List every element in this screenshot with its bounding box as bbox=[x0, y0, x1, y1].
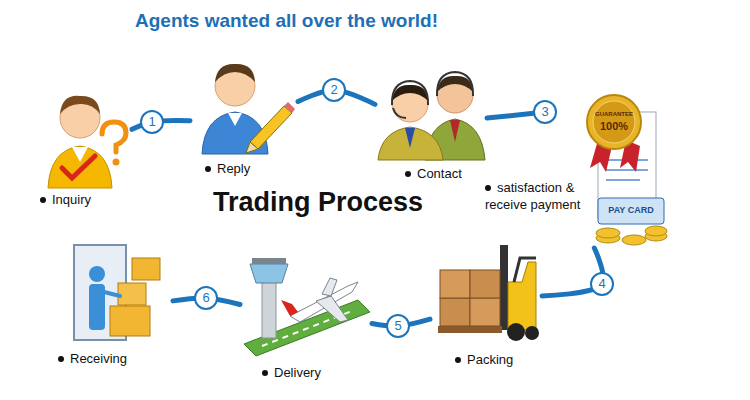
process-step: Reply bbox=[190, 55, 298, 183]
receiving-icon bbox=[89, 266, 105, 282]
step-label: Receiving bbox=[58, 351, 127, 368]
bullet-dot bbox=[40, 197, 46, 203]
inquiry-person-icon bbox=[113, 159, 120, 166]
forklift-icon bbox=[500, 245, 508, 330]
step-number: 1 bbox=[140, 110, 164, 134]
bullet-dot bbox=[455, 357, 461, 363]
step-number: 4 bbox=[590, 272, 614, 296]
forklift-icon bbox=[438, 326, 502, 333]
process-step: Receiving bbox=[55, 238, 173, 374]
reply-person-icon bbox=[215, 64, 255, 82]
reply-person-icon bbox=[228, 113, 242, 126]
step-label: Inquiry bbox=[40, 192, 91, 209]
delivery-icon bbox=[262, 282, 276, 338]
payment-icon bbox=[606, 179, 640, 181]
payment-icon bbox=[606, 169, 648, 171]
process-step: satisfaction & receive payment bbox=[485, 90, 670, 248]
forklift-icon bbox=[470, 298, 500, 326]
delivery-icon bbox=[244, 258, 370, 356]
step-label: satisfaction & receive payment bbox=[485, 180, 593, 214]
bullet-dot bbox=[405, 171, 411, 177]
delivery-icon bbox=[322, 278, 337, 296]
forklift-icon bbox=[438, 245, 539, 341]
step-number: 2 bbox=[322, 78, 346, 102]
step-number: 5 bbox=[386, 314, 410, 338]
page-title: Agents wanted all over the world! bbox=[135, 10, 438, 32]
delivery-icon bbox=[281, 300, 298, 316]
inquiry-person-icon bbox=[48, 96, 126, 188]
step-label: Contact bbox=[405, 166, 462, 183]
reply-person-icon bbox=[246, 142, 258, 153]
delivery-icon bbox=[250, 264, 288, 283]
reply-person-icon bbox=[284, 102, 295, 113]
step-name: Receiving bbox=[70, 351, 127, 366]
receiving-icon bbox=[74, 245, 160, 340]
delivery-icon bbox=[316, 296, 348, 322]
reply-person-icon bbox=[202, 64, 295, 154]
contact-men-icon bbox=[392, 81, 428, 105]
contact-men-icon bbox=[378, 72, 485, 160]
receiving-icon bbox=[118, 283, 146, 305]
process-step: Delivery bbox=[240, 248, 372, 386]
payment-icon bbox=[587, 95, 667, 245]
payment-icon bbox=[622, 235, 646, 245]
receiving-icon bbox=[132, 258, 160, 280]
forklift-icon bbox=[507, 323, 525, 341]
step-label: Packing bbox=[455, 352, 513, 369]
process-step: Packing bbox=[430, 240, 542, 374]
payment-icon bbox=[596, 228, 620, 238]
contact-men-icon bbox=[405, 128, 415, 148]
bullet-dot bbox=[58, 356, 64, 362]
forklift-icon bbox=[514, 258, 536, 282]
process-step: Inquiry bbox=[20, 85, 132, 215]
process-step: Contact bbox=[375, 60, 487, 188]
step-name: Packing bbox=[467, 352, 513, 367]
badge-text: GUARANTEE bbox=[595, 111, 633, 118]
contact-men-icon bbox=[450, 120, 460, 142]
forklift-icon bbox=[525, 326, 539, 340]
payment-icon bbox=[593, 101, 635, 143]
delivery-icon bbox=[290, 282, 358, 322]
inquiry-person-icon bbox=[60, 96, 100, 114]
inquiry-person-icon bbox=[102, 122, 126, 152]
step-label: Delivery bbox=[262, 365, 321, 382]
step-label: Reply bbox=[205, 161, 250, 178]
bullet-dot bbox=[205, 166, 211, 172]
step-name: satisfaction & receive payment bbox=[485, 180, 580, 212]
inquiry-person-icon bbox=[48, 146, 112, 188]
payment-icon bbox=[587, 95, 641, 149]
contact-men-icon bbox=[437, 72, 473, 96]
badge-percent: 100% bbox=[600, 120, 628, 132]
receiving-icon bbox=[104, 292, 120, 296]
step-number: 3 bbox=[533, 100, 557, 124]
payment-icon bbox=[598, 198, 664, 224]
step-name: Reply bbox=[217, 161, 250, 176]
card-text: PAY CARD bbox=[608, 206, 653, 216]
receiving-icon bbox=[110, 306, 150, 336]
forklift-icon bbox=[440, 298, 470, 326]
forklift-icon bbox=[470, 270, 500, 298]
delivery-icon bbox=[252, 258, 286, 264]
contact-men-icon bbox=[393, 108, 406, 118]
forklift-icon bbox=[440, 270, 470, 298]
bullet-dot bbox=[485, 185, 491, 191]
payment-icon bbox=[645, 226, 667, 236]
inquiry-person-icon bbox=[72, 147, 88, 162]
inquiry-person-icon bbox=[62, 156, 95, 178]
step-name: Contact bbox=[417, 166, 462, 181]
center-heading: Trading Process bbox=[213, 188, 423, 218]
contact-men-icon bbox=[378, 127, 443, 160]
step-name: Delivery bbox=[274, 365, 321, 380]
forklift-icon bbox=[508, 262, 536, 330]
reply-person-icon bbox=[250, 106, 292, 149]
step-number: 6 bbox=[194, 286, 218, 310]
step-name: Inquiry bbox=[52, 192, 91, 207]
bullet-dot bbox=[262, 370, 268, 376]
